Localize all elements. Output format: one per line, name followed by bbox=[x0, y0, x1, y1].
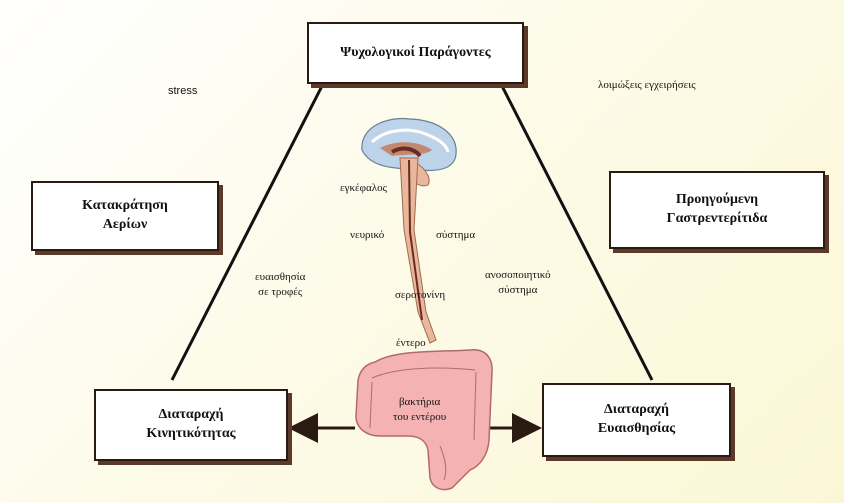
serotonin-label: σεροτονίνη bbox=[395, 289, 446, 301]
gut-label: έντερο bbox=[396, 337, 426, 349]
motility-disorder-line2: Κινητικότητας bbox=[146, 426, 236, 441]
previous-gastroenteritis-line2: Γαστρεντερίτιδα bbox=[666, 211, 768, 226]
gas-retention-line2: Αερίων bbox=[102, 217, 148, 232]
brain-label: εγκέφαλος bbox=[340, 182, 387, 194]
gas-retention-box: Κατακράτηση Αερίων bbox=[31, 181, 219, 251]
nervous-label: νευρικό bbox=[350, 229, 385, 241]
gut-bacteria-label: βακτήρια του εντέρου bbox=[393, 395, 446, 425]
immune-system-label: ανοσοποιητικό σύστημα bbox=[485, 268, 551, 298]
sensitivity-disorder-line1: Διαταραχή bbox=[604, 402, 669, 418]
food-sensitivity-line1: ευαισθησία bbox=[255, 271, 306, 283]
infections-surgeries-label: λοιμώξεις εγχειρήσεις bbox=[598, 79, 696, 91]
left-triangle-edge bbox=[170, 85, 324, 381]
immune-system-line2: σύστημα bbox=[498, 283, 538, 296]
right-triangle-edge bbox=[500, 85, 654, 381]
psychological-factors-box: Ψυχολογικοί Παράγοντες bbox=[307, 22, 524, 84]
food-sensitivity-label: ευαισθησία σε τροφές bbox=[255, 270, 305, 300]
gas-retention-line1: Κατακράτηση bbox=[82, 198, 168, 214]
psychological-factors-text: Ψυχολογικοί Παράγοντες bbox=[340, 44, 491, 60]
intestine-icon bbox=[355, 349, 493, 491]
system-label: σύστημα bbox=[436, 229, 476, 241]
motility-disorder-line1: Διαταραχή bbox=[158, 407, 224, 423]
immune-system-line1: ανοσοποιητικό bbox=[485, 269, 551, 281]
food-sensitivity-line2: σε τροφές bbox=[258, 285, 303, 298]
sensitivity-disorder-box: Διαταραχή Ευαισθησίας bbox=[542, 383, 731, 457]
sensitivity-disorder-line2: Ευαισθησίας bbox=[597, 421, 676, 436]
gut-bacteria-line1: βακτήρια bbox=[398, 396, 441, 408]
gut-bacteria-line2: του εντέρου bbox=[393, 410, 447, 423]
motility-disorder-box: Διαταραχή Κινητικότητας bbox=[94, 389, 288, 461]
stress-label: stress bbox=[168, 85, 198, 97]
brainstem-icon bbox=[399, 157, 437, 344]
previous-gastroenteritis-line1: Προηγούμενη bbox=[675, 192, 759, 208]
previous-gastroenteritis-box: Προηγούμενη Γαστρεντερίτιδα bbox=[609, 171, 825, 249]
